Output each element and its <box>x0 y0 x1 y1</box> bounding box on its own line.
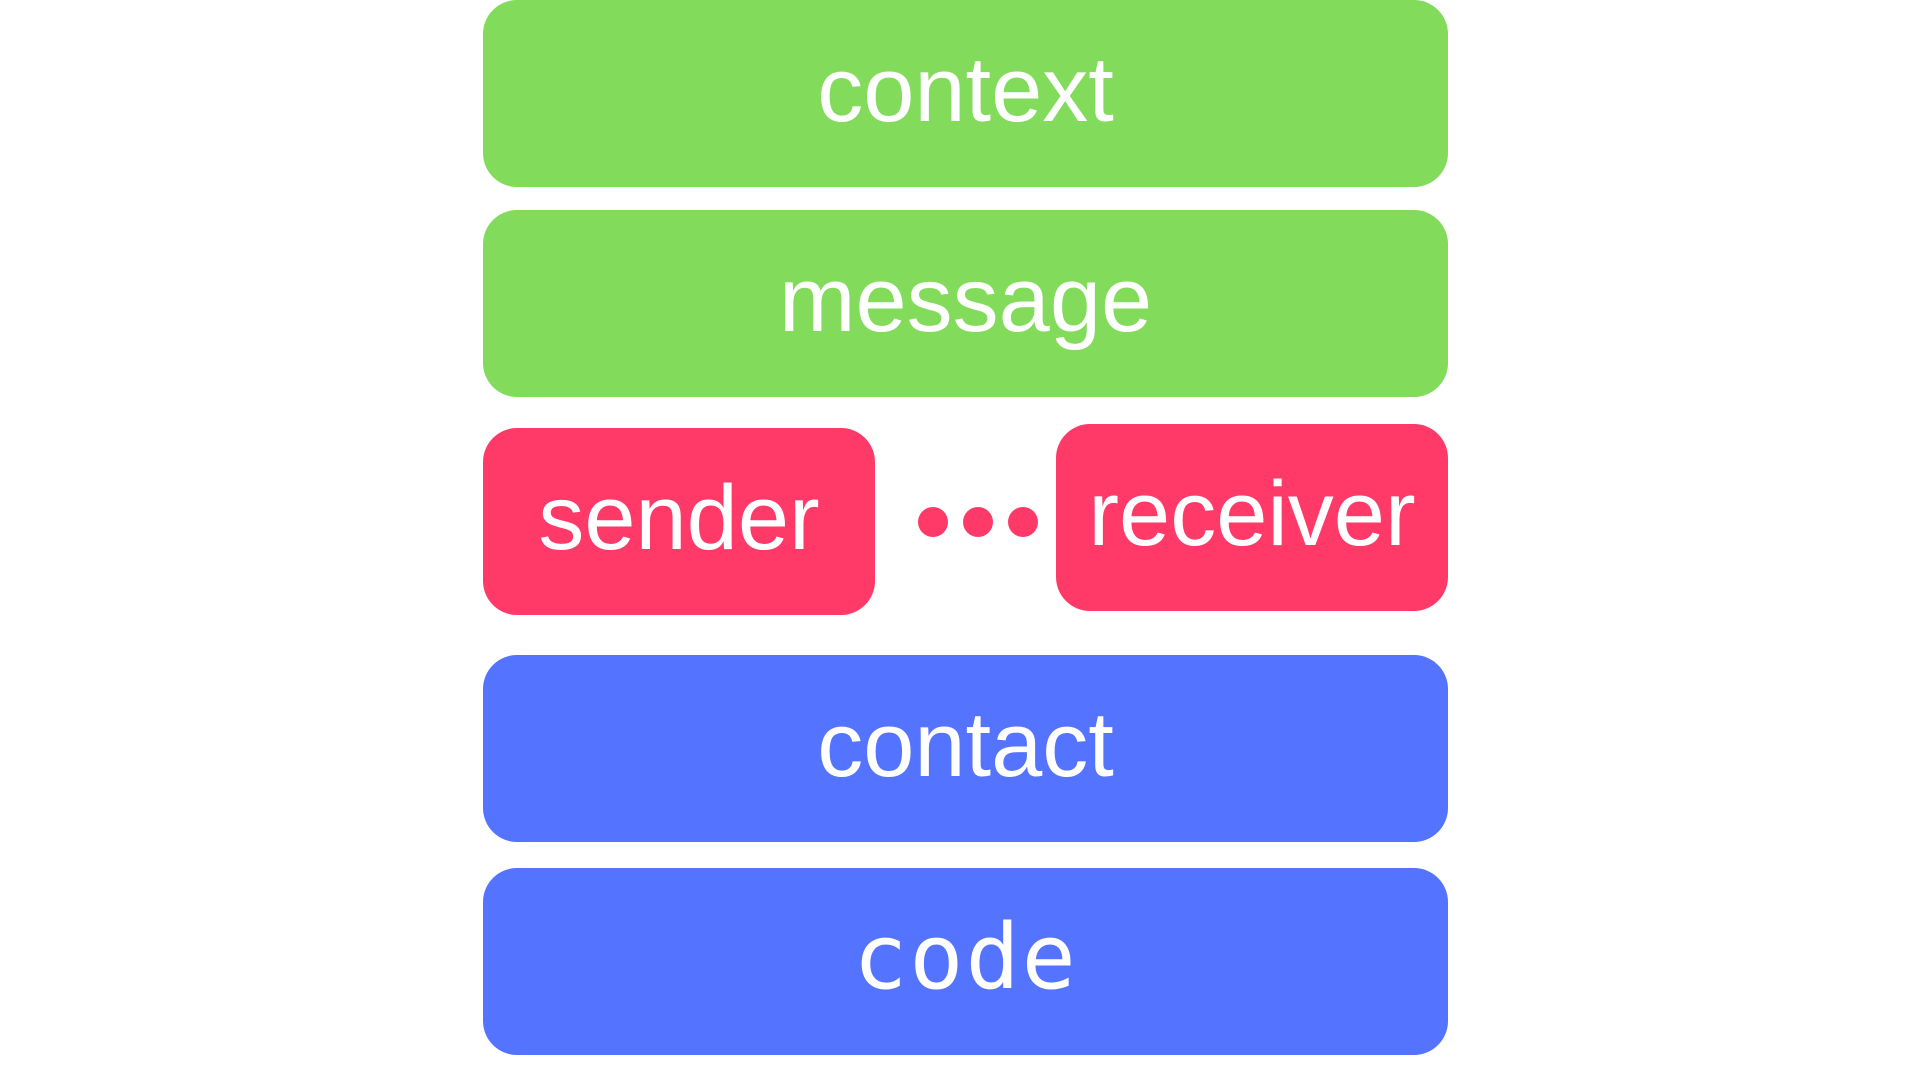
dot-2 <box>963 507 993 537</box>
dot-3 <box>1008 507 1038 537</box>
message-block: message <box>483 210 1448 397</box>
context-block: context <box>483 0 1448 187</box>
sender-block: sender <box>483 428 875 615</box>
contact-block: contact <box>483 655 1448 842</box>
dot-1 <box>918 507 948 537</box>
context-label: context <box>817 38 1114 141</box>
sender-label: sender <box>538 466 820 569</box>
contact-label: contact <box>817 693 1114 796</box>
ellipsis-dots-icon <box>918 505 1038 539</box>
code-label: code <box>853 904 1078 1010</box>
receiver-label: receiver <box>1088 462 1416 565</box>
code-block: code <box>483 868 1448 1055</box>
receiver-block: receiver <box>1056 424 1448 611</box>
message-label: message <box>778 248 1153 351</box>
